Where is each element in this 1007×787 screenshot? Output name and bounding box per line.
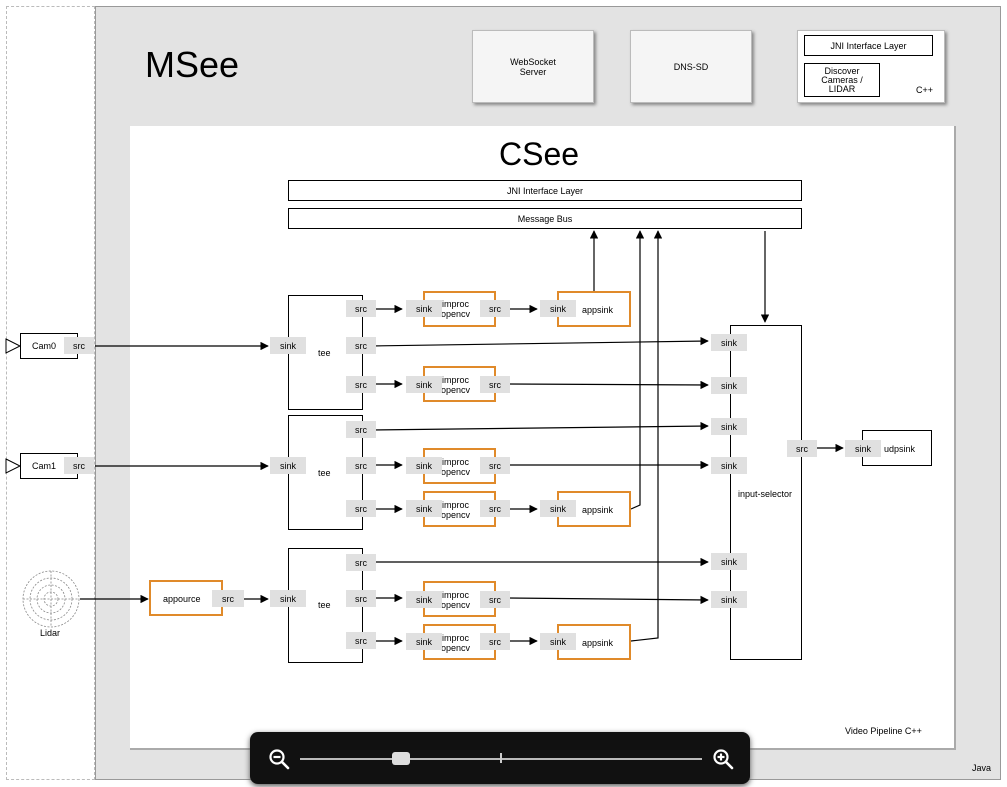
selector-src-pad: src xyxy=(787,440,817,457)
selector-sink-pad-1: sink xyxy=(711,334,747,351)
improc-6-sink-pad: sink xyxy=(406,633,442,650)
appsource-src-pad: src xyxy=(212,590,244,607)
appsink-2-sink-pad: sink xyxy=(540,500,576,517)
improc-3-sink-pad: sink xyxy=(406,457,442,474)
msee-footer: Java xyxy=(972,763,992,773)
tee-3-sink-pad: sink xyxy=(270,590,306,607)
tee-2-src-pad-3: src xyxy=(346,500,376,517)
tee-1-src-pad-2: src xyxy=(346,337,376,354)
selector-sink-pad-4: sink xyxy=(711,457,747,474)
tee-1-src-pad-3: src xyxy=(346,376,376,393)
jni-top-label: JNI Interface Layer xyxy=(830,40,907,51)
cam1-label: Cam1 xyxy=(32,461,57,471)
left-dashed-panel xyxy=(6,6,95,780)
selector-sink-pad-5: sink xyxy=(711,553,747,570)
tee-3-src-pad-1: src xyxy=(346,554,376,571)
lidar-label: Lidar xyxy=(40,628,61,638)
jni-top-box: JNI Interface Layer xyxy=(804,35,933,56)
improc-5-sink-pad: sink xyxy=(406,591,442,608)
improc-4-src-pad: src xyxy=(480,500,510,517)
improc-1-src-pad: src xyxy=(480,300,510,317)
websocket-server-box: WebSocket Server xyxy=(472,30,594,103)
cam1-triangle-icon xyxy=(5,458,22,474)
selector-sink-pad-3: sink xyxy=(711,418,747,435)
improc-1-label: improc opencv xyxy=(441,299,471,319)
appsink-3-label: appsink xyxy=(582,638,614,648)
tee-1-label: tee xyxy=(318,348,331,358)
zoom-slider-thumb[interactable] xyxy=(391,752,410,765)
cam0-label: Cam0 xyxy=(32,341,57,351)
improc-4-sink-pad: sink xyxy=(406,500,442,517)
tee-1-src-pad-1: src xyxy=(346,300,376,317)
websocket-server-label: WebSocket Server xyxy=(510,56,556,77)
improc-5-label: improc opencv xyxy=(441,590,471,610)
improc-2-src-pad: src xyxy=(480,376,510,393)
appsource-box xyxy=(149,580,223,616)
udpsink-label: udpsink xyxy=(884,444,916,454)
tee-3-label: tee xyxy=(318,600,331,610)
message-bus-box: Message Bus xyxy=(288,208,802,229)
improc-6-label: improc opencv xyxy=(441,633,471,653)
improc-4-label: improc opencv xyxy=(441,500,471,520)
tee-1-sink-pad: sink xyxy=(270,337,306,354)
tee-2-label: tee xyxy=(318,468,331,478)
udpsink-sink-pad: sink xyxy=(845,440,881,457)
message-bus-label: Message Bus xyxy=(517,213,573,224)
improc-6-src-pad: src xyxy=(480,633,510,650)
cam0-triangle-icon xyxy=(5,338,22,354)
zoom-out-icon[interactable] xyxy=(268,748,290,770)
cpp-label: C++ xyxy=(916,85,934,95)
csee-jni-label: JNI Interface Layer xyxy=(506,185,584,196)
selector-sink-pad-2: sink xyxy=(711,377,747,394)
appsink-3-sink-pad: sink xyxy=(540,633,576,650)
discover-box: Discover Cameras / LIDAR xyxy=(804,63,880,97)
selector-sink-pad-6: sink xyxy=(711,591,747,608)
msee-title: MSee xyxy=(145,44,240,85)
appsink-2-label: appsink xyxy=(582,505,614,515)
zoom-slider-tick xyxy=(500,753,502,763)
discover-label: Discover Cameras / LIDAR xyxy=(821,65,863,94)
csee-footer: Video Pipeline C++ xyxy=(845,726,922,736)
csee-title: CSee xyxy=(499,136,580,172)
tee-2-src-pad-1: src xyxy=(346,421,376,438)
cam1-src-pad: src xyxy=(64,457,94,474)
zoom-in-icon[interactable] xyxy=(712,748,734,770)
improc-3-label: improc opencv xyxy=(441,457,471,477)
tee-3-src-pad-3: src xyxy=(346,632,376,649)
improc-2-sink-pad: sink xyxy=(406,376,442,393)
input-selector-label: input-selector xyxy=(738,489,793,499)
appsink-1-label: appsink xyxy=(582,305,614,315)
appsink-1-sink-pad: sink xyxy=(540,300,576,317)
improc-2-label: improc opencv xyxy=(441,375,471,395)
improc-1-sink-pad: sink xyxy=(406,300,442,317)
improc-5-src-pad: src xyxy=(480,591,510,608)
improc-3-src-pad: src xyxy=(480,457,510,474)
appsource-label: appource xyxy=(163,594,201,604)
lidar-icon xyxy=(22,570,80,628)
tee-3-src-pad-2: src xyxy=(346,590,376,607)
csee-jni-box: JNI Interface Layer xyxy=(288,180,802,201)
dns-sd-label: DNS-SD xyxy=(673,61,709,72)
tee-2-src-pad-2: src xyxy=(346,457,376,474)
cam0-src-pad: src xyxy=(64,337,94,354)
dns-sd-box: DNS-SD xyxy=(630,30,752,103)
tee-2-sink-pad: sink xyxy=(270,457,306,474)
